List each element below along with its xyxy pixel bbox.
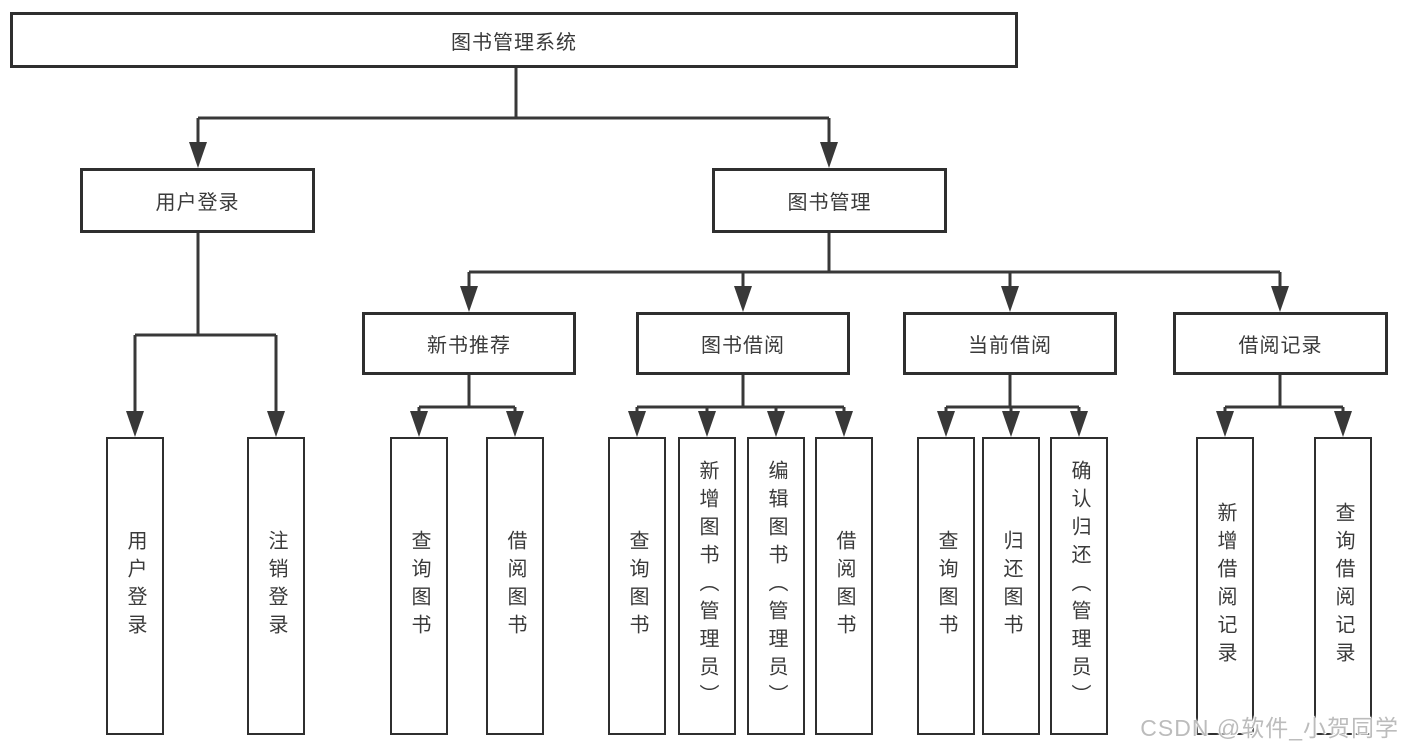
leaf-confirm-return-admin-label: 确认归还（管理员）: [1068, 460, 1090, 712]
node-root: 图书管理系统: [10, 12, 1018, 68]
leaf-user-login-label: 用户登录: [124, 530, 146, 642]
leaf-borrow-books-label: 借阅图书: [833, 530, 855, 642]
leaf-query-borrow-record: 查询借阅记录: [1314, 437, 1372, 735]
leaf-borrow-query-books: 查询图书: [608, 437, 666, 735]
node-borrow-records: 借阅记录: [1173, 312, 1388, 375]
node-user-login-label: 用户登录: [155, 192, 240, 214]
arrowheads: [126, 142, 1352, 437]
node-book-borrow: 图书借阅: [636, 312, 850, 375]
leaf-add-books-admin: 新增图书（管理员）: [678, 437, 736, 735]
leaf-borrow-query-books-label: 查询图书: [626, 530, 648, 642]
leaf-user-login: 用户登录: [106, 437, 164, 735]
leaf-current-query-books: 查询图书: [917, 437, 975, 735]
leaf-add-books-admin-label: 新增图书（管理员）: [696, 460, 718, 712]
leaf-borrow-books: 借阅图书: [815, 437, 873, 735]
leaf-recommend-query-books-label: 查询图书: [408, 530, 430, 642]
leaf-current-query-books-label: 查询图书: [935, 530, 957, 642]
leaf-logout: 注销登录: [247, 437, 305, 735]
leaf-return-books: 归还图书: [982, 437, 1040, 735]
node-new-book-recommend: 新书推荐: [362, 312, 576, 375]
leaf-query-borrow-record-label: 查询借阅记录: [1332, 502, 1354, 670]
node-new-book-recommend-label: 新书推荐: [427, 335, 511, 357]
node-book-management: 图书管理: [712, 168, 947, 233]
leaf-edit-books-admin: 编辑图书（管理员）: [747, 437, 805, 735]
leaf-recommend-query-books: 查询图书: [390, 437, 448, 735]
node-user-login: 用户登录: [80, 168, 315, 233]
node-current-borrow: 当前借阅: [903, 312, 1117, 375]
node-current-borrow-label: 当前借阅: [968, 335, 1052, 357]
leaf-edit-books-admin-label: 编辑图书（管理员）: [765, 460, 787, 712]
leaf-add-borrow-record: 新增借阅记录: [1196, 437, 1254, 735]
node-root-label: 图书管理系统: [451, 31, 577, 54]
leaf-recommend-borrow-books-label: 借阅图书: [504, 530, 526, 642]
leaf-recommend-borrow-books: 借阅图书: [486, 437, 544, 735]
node-borrow-records-label: 借阅记录: [1238, 335, 1323, 357]
leaf-confirm-return-admin: 确认归还（管理员）: [1050, 437, 1108, 735]
node-book-borrow-label: 图书借阅: [701, 335, 785, 357]
leaf-return-books-label: 归还图书: [1000, 530, 1022, 642]
leaf-logout-label: 注销登录: [265, 530, 287, 642]
node-book-management-label: 图书管理: [787, 192, 872, 214]
leaf-add-borrow-record-label: 新增借阅记录: [1214, 502, 1236, 670]
